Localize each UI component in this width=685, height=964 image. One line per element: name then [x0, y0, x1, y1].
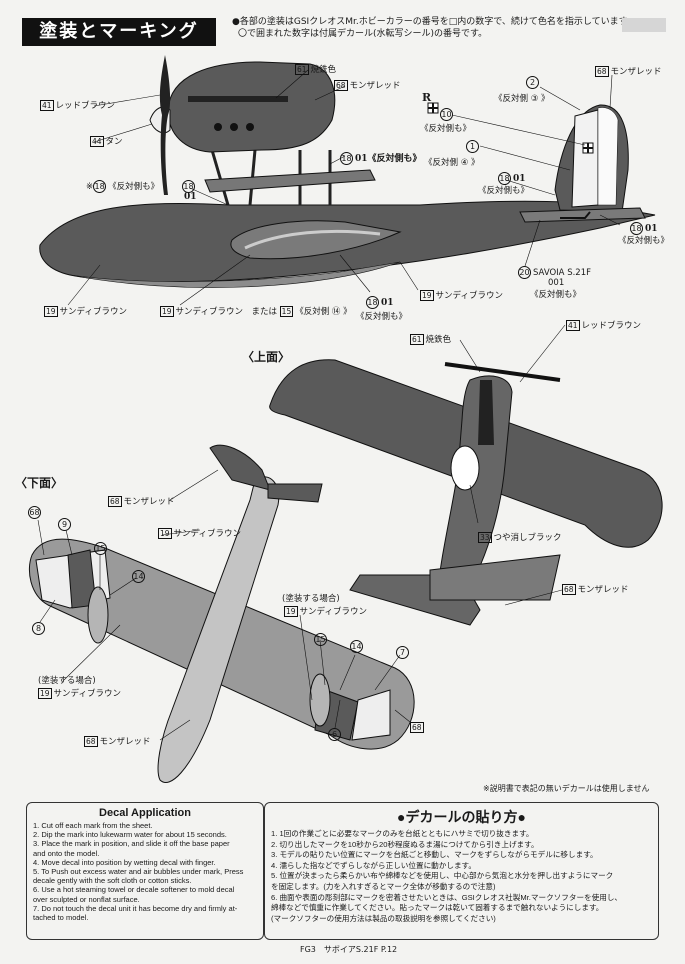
engine-nacelle — [167, 61, 336, 153]
decal-application-steps: 1. Cut off each mark from the sheet. 2. … — [27, 821, 263, 922]
top-view-aircraft — [269, 324, 663, 626]
paint-note-b: (塗装する場合) — [282, 594, 340, 604]
decal-20-sub: 001 — [548, 278, 565, 288]
decal-howto-heading: ●デカールの貼り方● — [397, 809, 526, 825]
decal-8: 8 — [32, 622, 47, 635]
decal-20-reverse: 《反対側も》 — [530, 290, 582, 300]
side-view-aircraft — [39, 55, 656, 306]
savoia-cross-icon — [427, 102, 594, 154]
en-step: tached to model. — [33, 913, 89, 923]
decal-application-heading: Decal Application — [99, 807, 191, 819]
en-step: 4. Move decal into position by wetting d… — [33, 857, 216, 867]
aircraft-illustrations — [28, 55, 663, 783]
label-68-bottom-right: 68 — [410, 722, 424, 733]
decal-9: 9 — [58, 518, 73, 531]
paint-note-a: (塗装する場合) — [38, 676, 96, 686]
jp-step: 綿棒などで慎重に作業してください。貼ったマークは乾いて固着するまで触れないように… — [271, 903, 604, 913]
decal-18-e: 18 — [182, 180, 195, 193]
bottom-view-aircraft — [28, 444, 415, 783]
bottom-view-heading: 〈下面〉 — [15, 476, 64, 490]
jp-step: (マークソフターの使用方法は製品の取扱説明を参照してください) — [271, 913, 496, 923]
decal-2-reverse: 《反対側 ③ 》 — [494, 94, 550, 104]
decal-14-left: 14 — [132, 570, 145, 583]
decal-7: 7 — [396, 646, 411, 659]
en-step: and onto the model. — [33, 848, 100, 858]
jp-step: 3. モデルの貼りたい位置にマークを台紙ごと移動し、マークをずらしながらモデルに… — [271, 850, 598, 860]
decal-application-panel: Decal Application 1. Cut off each mark f… — [26, 802, 264, 940]
jp-step: 6. 曲面や表面の彫刻部にマークを密着させたいときは、GSIクレオス社製Mr.マ… — [271, 892, 623, 902]
en-step: over sculpted or nonflat surface. — [33, 894, 140, 904]
float-strut — [204, 169, 376, 193]
bottom-tail — [209, 444, 271, 491]
note-line-1: ●各部の塗装はGSIクレオスMr.ホビーカラーの番号を□内の数字で、続けて色名を… — [232, 17, 636, 27]
decal-18-b-reverse: 《反対側も》 — [478, 186, 530, 196]
en-step: 7. Do not touch the decal unit it has be… — [33, 903, 238, 913]
en-step: 6. Use a hot steaming towel or decale so… — [33, 885, 235, 895]
decal-10: 10 — [440, 108, 453, 121]
decal-18-c-reverse: 《反対側も》 — [618, 236, 670, 246]
decal-10-reverse: 《反対側も》 — [420, 124, 472, 134]
note-line-2: 〇で囲まれた数字は付属デカール(水転写シール)の番号です。 — [238, 29, 488, 39]
leader-lines-side — [67, 69, 621, 306]
decal-1: 1 — [466, 140, 481, 153]
decal-howto-steps: 1. 1回の作業ごとに必要なマークのみを台紙とともにハサミで切り抜きます。 2.… — [265, 829, 658, 924]
en-step: 3. Place the mark in position, and slide… — [33, 839, 230, 849]
jp-step: を固定します。(力を入れすぎるとマーク全体が移動するので注意) — [271, 881, 496, 891]
r-mark: R — [422, 91, 432, 104]
color-notes: ●各部の塗装はGSIクレオスMr.ホビーカラーの番号を□内の数字で、続けて色名を… — [232, 16, 652, 40]
jp-step: 2. 切り出したマークを10秒から20秒程度ぬるま湯につけてから引き上げます。 — [271, 839, 539, 849]
decal-18-d: ※18《反対側も》 — [86, 180, 160, 193]
decal-6: 6 — [328, 728, 343, 741]
top-view-heading: 〈上面〉 — [242, 350, 291, 364]
jp-step: 5. 位置が決まったら柔らかい布や綿棒などを使用し、中心部から気泡と水分を押し出… — [271, 871, 614, 881]
page-title: 塗装とマーキング — [22, 18, 216, 46]
decal-68-bottom: 68 — [28, 506, 41, 519]
hull-lower-stripe — [69, 261, 401, 288]
sponson — [230, 220, 402, 260]
en-step: 2. Dip the mark into lukewarm water for … — [33, 830, 227, 840]
page-footer: FG3 サボイアS.21F P.12 — [300, 945, 398, 954]
jp-step: 1. 1回の作業ごとに必要なマークのみを台紙とともにハサミで切り抜きます。 — [271, 829, 534, 838]
decal-15-left: 15 — [94, 542, 107, 555]
decal-18-f-reverse: 《反対側も》 — [356, 312, 408, 322]
en-step: 1. Cut off each mark from the sheet. — [33, 821, 153, 830]
decal-14-right: 14 — [350, 640, 363, 653]
decal-2: 2 — [526, 76, 541, 89]
propeller — [159, 55, 171, 195]
corner-label — [622, 18, 666, 32]
decal-15-right: 15 — [314, 633, 327, 646]
decal-18-e-code: 01 — [184, 192, 197, 202]
en-step: decale gently with the soft cloth or cot… — [33, 876, 192, 886]
decal-howto-panel-jp: ●デカールの貼り方● 1. 1回の作業ごとに必要なマークのみを台紙とともにハサミ… — [264, 802, 659, 940]
unused-decal-note: ※説明書で表記の無いデカールは使用しません — [483, 784, 650, 793]
en-step: 5. To Push out excess water and air bubb… — [33, 867, 244, 877]
jp-step: 4. 濡らした指などでずらしながら正しい位置に動かします。 — [271, 860, 476, 870]
decal-1-reverse: 《反対側 ④ 》 — [424, 158, 480, 168]
